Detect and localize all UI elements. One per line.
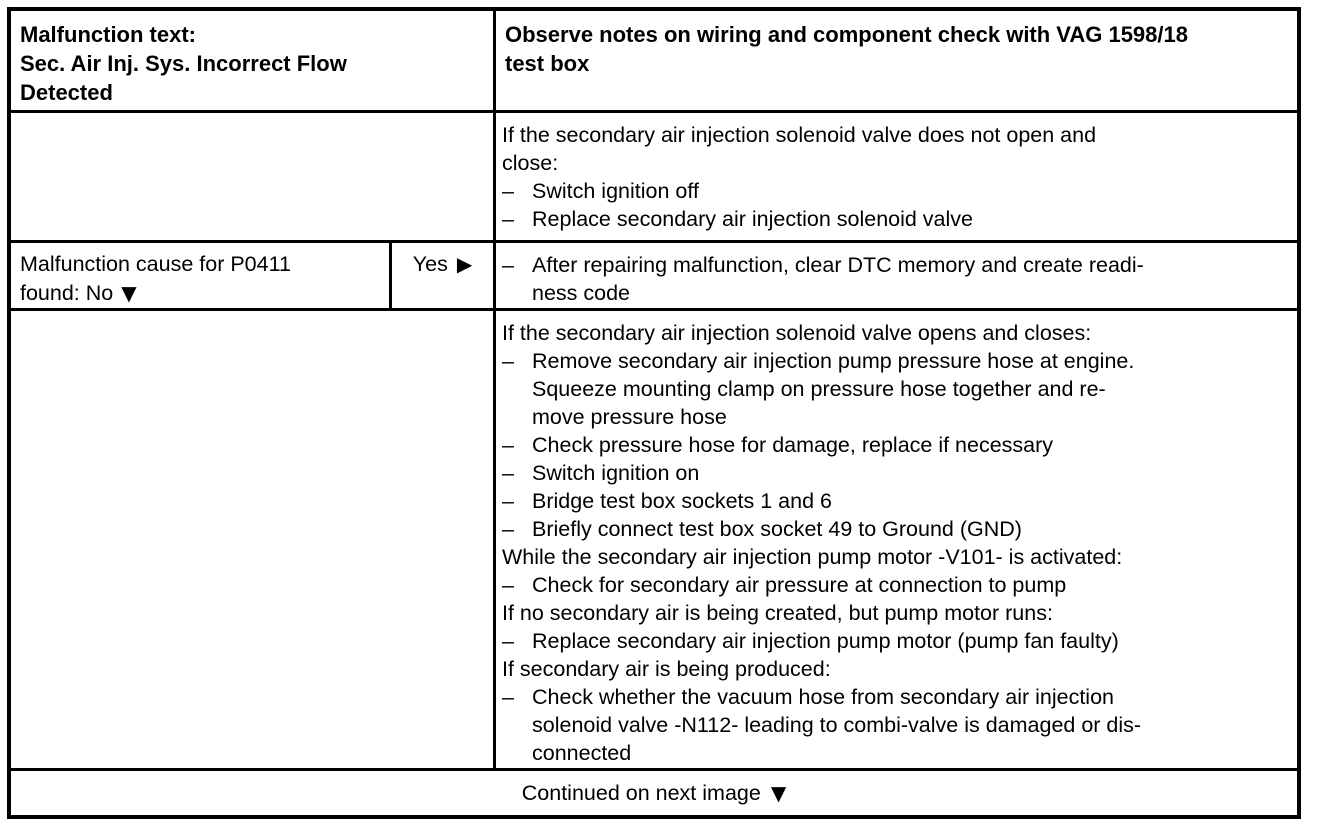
instruction-line: –Check whether the vacuum hose from seco… — [502, 685, 1114, 709]
text-line: test box — [505, 51, 590, 76]
instruction-line: –Check pressure hose for damage, replace… — [502, 433, 1054, 457]
right-arrow-icon: ▶ — [456, 252, 473, 276]
empty-cell — [11, 110, 493, 240]
instruction-line: –Switch ignition on — [502, 461, 700, 485]
empty-cell — [11, 308, 493, 768]
dash-bullet: – — [502, 349, 514, 373]
step-valve-opening-cell: If the secondary air injection solenoid … — [493, 308, 1297, 768]
text-line: Detected — [20, 80, 113, 105]
instruction-line: ness code — [532, 281, 631, 305]
instruction-line: –Bridge test box sockets 1 and 6 — [502, 489, 832, 513]
text-line: Observe notes on wiring and component ch… — [505, 22, 1188, 47]
text-line: While the secondary air injection pump m… — [502, 545, 1123, 569]
dash-bullet: – — [502, 179, 514, 203]
instruction-line: –After repairing malfunction, clear DTC … — [502, 253, 1144, 277]
malfunction-text-cell: Malfunction text: Sec. Air Inj. Sys. Inco… — [11, 11, 493, 110]
text-line: close: — [502, 151, 559, 175]
dash-bullet: – — [502, 207, 514, 231]
dash-bullet: – — [502, 461, 514, 485]
dash-bullet: – — [502, 489, 514, 513]
dash-bullet: – — [502, 629, 514, 653]
text-line: Sec. Air Inj. Sys. Incorrect Flow — [20, 51, 347, 76]
text-line: If no secondary air is being created, bu… — [502, 601, 1053, 625]
continued-footer: Continued on next image ▼ — [11, 768, 1297, 815]
instruction-line: –Remove secondary air injection pump pre… — [502, 349, 1135, 373]
text-line: Malfunction cause for P0411 — [20, 252, 291, 276]
decision-result-cell: –After repairing malfunction, clear DTC … — [493, 240, 1297, 308]
diagnostic-table: Malfunction text: Sec. Air Inj. Sys. Inco… — [7, 7, 1301, 819]
down-arrow-icon: ▼ — [770, 781, 787, 805]
instruction-line: move pressure hose — [532, 405, 727, 429]
continued-label: Continued on next image — [521, 781, 761, 805]
instruction-line: –Switch ignition off — [502, 179, 699, 203]
decision-yes-label: Yes — [412, 252, 448, 276]
instruction-line: connected — [532, 741, 632, 765]
step-valve-not-opening-cell: If the secondary air injection solenoid … — [493, 110, 1297, 240]
text-line: If the secondary air injection solenoid … — [502, 321, 1092, 345]
text-line: If the secondary air injection solenoid … — [502, 123, 1097, 147]
instruction-line: –Replace secondary air injection solenoi… — [502, 207, 974, 231]
decision-question-cell: Malfunction cause for P0411 found: No ▼ — [11, 240, 389, 308]
down-arrow-icon: ▼ — [121, 281, 137, 305]
dash-bullet: – — [502, 517, 514, 541]
text-line: If secondary air is being produced: — [502, 657, 831, 681]
decision-yes-cell: Yes ▶ — [389, 240, 493, 308]
decision-no-label: found: No — [20, 281, 114, 305]
dash-bullet: – — [502, 573, 514, 597]
instruction-line: Squeeze mounting clamp on pressure hose … — [532, 377, 1106, 401]
instruction-line: –Briefly connect test box socket 49 to G… — [502, 517, 1022, 541]
note-header-cell: Observe notes on wiring and component ch… — [493, 11, 1297, 110]
instruction-line: –Replace secondary air injection pump mo… — [502, 629, 1119, 653]
instruction-line: solenoid valve -N112- leading to combi-v… — [532, 713, 1142, 737]
dash-bullet: – — [502, 685, 514, 709]
text-line: Malfunction text: — [20, 22, 196, 47]
text-line: found: No ▼ — [20, 279, 383, 308]
dash-bullet: – — [502, 433, 514, 457]
instruction-line: –Check for secondary air pressure at con… — [502, 573, 1067, 597]
dash-bullet: – — [502, 253, 514, 277]
